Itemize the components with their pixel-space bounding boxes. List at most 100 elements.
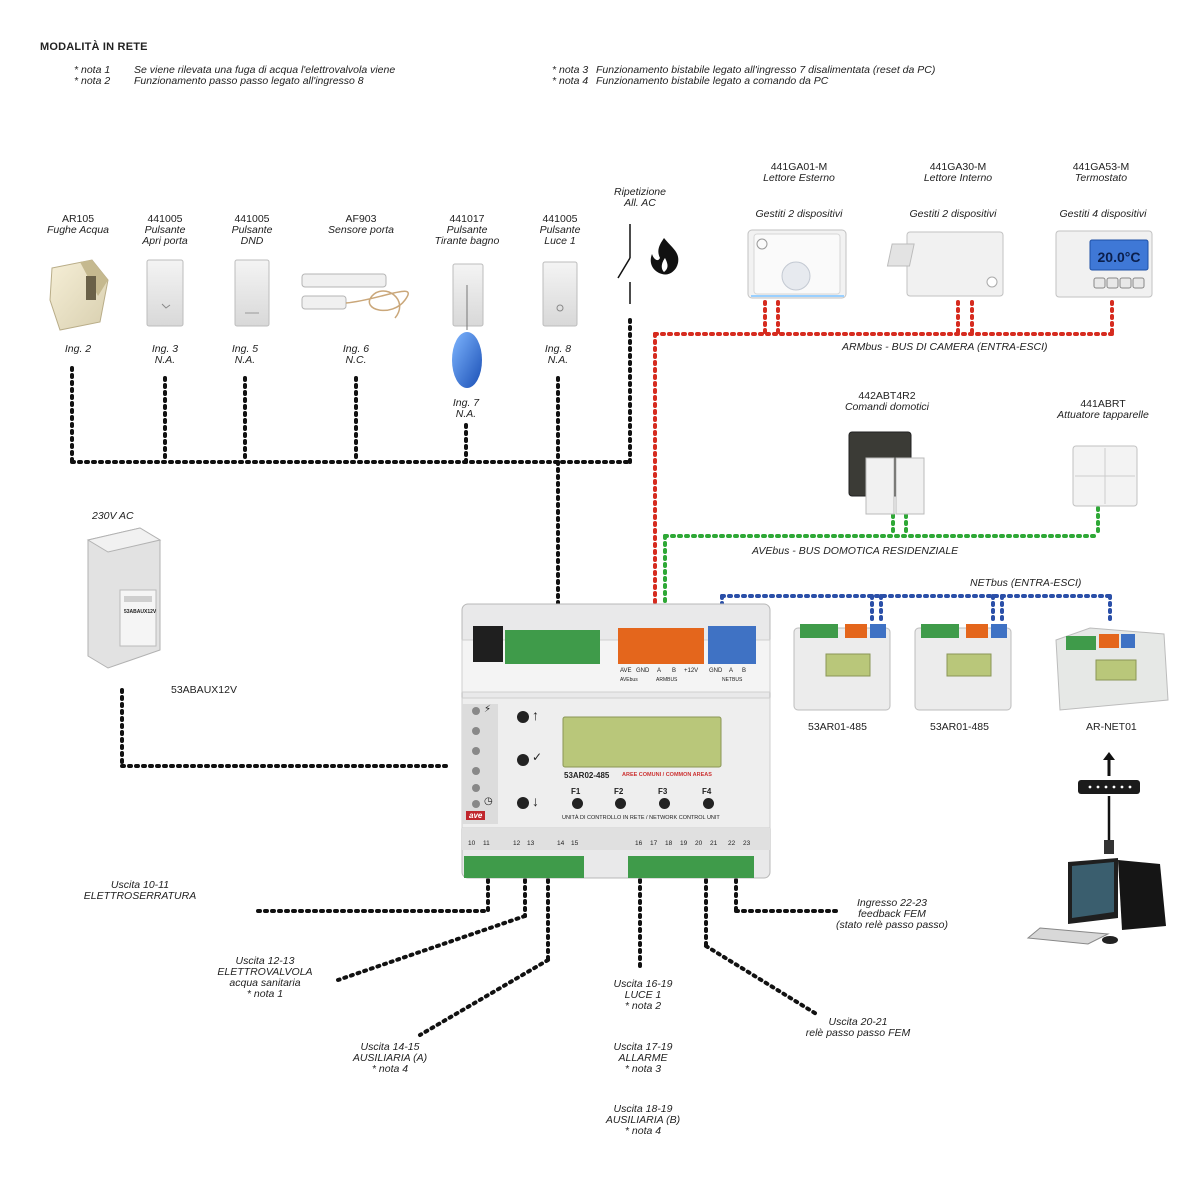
- domotic-1-name: Comandi domotici: [844, 401, 930, 413]
- input-4-ing: Ing. 6: [342, 343, 370, 355]
- output-1-line1: Uscita 10-11: [110, 879, 170, 891]
- room-device-3-code: 441GA53-M: [1072, 161, 1130, 173]
- term-23: 23: [743, 840, 751, 847]
- term-gnd-1: GND: [636, 668, 650, 674]
- input-22-23-line1: Ingresso 22-23: [856, 897, 928, 909]
- main-controller: [461, 603, 771, 879]
- term-15: 15: [571, 840, 579, 847]
- input-1-name: Fughe Acqua: [46, 224, 110, 236]
- input-4-type: N.C.: [345, 354, 367, 366]
- term-18: 18: [665, 840, 673, 847]
- input-1-ing: Ing. 2: [64, 343, 92, 355]
- term-20: 20: [695, 840, 703, 847]
- network-2-code: 53AR01-485: [930, 721, 989, 733]
- status-led-4: [472, 767, 480, 775]
- output-6-line3: * nota 4: [624, 1125, 662, 1137]
- domotic-2-name: Attuatore tapparelle: [1057, 409, 1149, 421]
- term-netbus: NETBUS: [722, 677, 743, 683]
- ac-repeat-switch: [617, 224, 631, 304]
- ave-logo: ave: [466, 811, 486, 820]
- input-6-type: N.A.: [547, 354, 569, 366]
- pushbutton-apri-porta: [146, 259, 184, 327]
- note-3-tag: * nota 3: [552, 64, 589, 76]
- fkey-2-button[interactable]: [615, 798, 626, 809]
- ac-repeat-line1: Ripetizione: [614, 186, 666, 198]
- room-device-3-name: Termostato: [1074, 172, 1128, 184]
- controller-footer: UNITÀ DI CONTROLLO IN RETE / NETWORK CON…: [562, 815, 720, 821]
- input-4-code: AF903: [345, 213, 377, 225]
- domotic-2-code: 441ABRT: [1080, 398, 1126, 410]
- output-4-line3: * nota 2: [624, 1000, 662, 1012]
- desktop-computer: [1026, 858, 1166, 945]
- term-13: 13: [527, 840, 535, 847]
- network-3-code: AR-NET01: [1086, 721, 1137, 733]
- term-17: 17: [650, 840, 658, 847]
- domotic-commands: [848, 431, 925, 515]
- check-icon: ✓: [532, 750, 543, 764]
- input-5-name: Pulsante: [446, 224, 488, 236]
- ok-key[interactable]: [517, 754, 529, 766]
- fkey-2-label: F2: [614, 787, 624, 796]
- room-device-1-manages: Gestiti 2 dispositivi: [755, 208, 843, 220]
- output-3-line1: Uscita 14-15: [360, 1041, 420, 1053]
- output-3-line2: AUSILIARIA (A): [352, 1052, 428, 1064]
- note-4-text: Funzionamento bistabile legato a comando…: [596, 75, 829, 87]
- term-12v: +12V: [684, 668, 699, 674]
- term-22: 22: [728, 840, 736, 847]
- input-5-code: 441017: [449, 213, 485, 225]
- status-led-3: [472, 747, 480, 755]
- output-6-line2: AUSILIARIA (B): [605, 1114, 681, 1126]
- down-key[interactable]: [517, 797, 529, 809]
- fkey-1-button[interactable]: [572, 798, 583, 809]
- status-led-2: [472, 727, 480, 735]
- output-wiring: [256, 878, 840, 1037]
- term-avebus: AVEbus: [620, 677, 638, 683]
- output-7-line2: relè passo passo FEM: [805, 1027, 911, 1039]
- term-b-2: B: [742, 668, 747, 674]
- output-2-line4: * nota 1: [246, 988, 284, 1000]
- term-16: 16: [635, 840, 643, 847]
- term-ave: AVE: [620, 668, 632, 674]
- term-14: 14: [557, 840, 565, 847]
- note-2-text: Funzionamento passo passo legato all'ing…: [134, 75, 364, 87]
- room-device-1-name: Lettore Esterno: [763, 172, 835, 184]
- input-2-code: 441005: [147, 213, 183, 225]
- input-3-type: N.A.: [234, 354, 256, 366]
- reader-internal: [886, 231, 1004, 297]
- fire-icon: [650, 238, 679, 275]
- output-7-line1: Uscita 20-21: [828, 1016, 888, 1028]
- fkey-4-button[interactable]: [703, 798, 714, 809]
- power-code: 53ABAUX12V: [171, 684, 237, 696]
- fkey-1-label: F1: [571, 787, 581, 796]
- status-led-6: [472, 800, 480, 808]
- input-6-ing: Ing. 8: [544, 343, 572, 355]
- output-1-line2: ELETTROSERRATURA: [83, 890, 197, 902]
- room-device-2-code: 441GA30-M: [929, 161, 987, 173]
- output-3-line3: * nota 4: [371, 1063, 409, 1075]
- fkey-3-button[interactable]: [659, 798, 670, 809]
- input-6-code: 441005: [542, 213, 578, 225]
- output-5-line1: Uscita 17-19: [613, 1041, 673, 1053]
- up-key[interactable]: [517, 711, 529, 723]
- room-device-1-code: 441GA01-M: [770, 161, 828, 173]
- input-2-type: N.A.: [154, 354, 176, 366]
- input-1-code: AR105: [61, 213, 95, 225]
- power-supply: [86, 527, 162, 669]
- netbus-label: NETbus (ENTRA-ESCI): [970, 577, 1082, 589]
- ac-repeat-line2: All. AC: [624, 197, 656, 209]
- water-leak-sensor: [49, 259, 109, 331]
- term-19: 19: [680, 840, 688, 847]
- pull-cord-button: [452, 263, 484, 388]
- status-led-1: [472, 707, 480, 715]
- arrow-down-icon: ↓: [532, 793, 539, 809]
- output-4-line1: Uscita 16-19: [613, 978, 673, 990]
- term-gnd-2: GND: [709, 668, 723, 674]
- input-3-ing: Ing. 5: [231, 343, 259, 355]
- pushbutton-luce: [542, 261, 578, 327]
- input-5-type: N.A.: [455, 408, 477, 420]
- network-1-code: 53AR01-485: [808, 721, 867, 733]
- fkey-3-label: F3: [658, 787, 668, 796]
- page-title: MODALITÀ IN RETE: [40, 41, 148, 53]
- network-unit-1: [793, 624, 891, 711]
